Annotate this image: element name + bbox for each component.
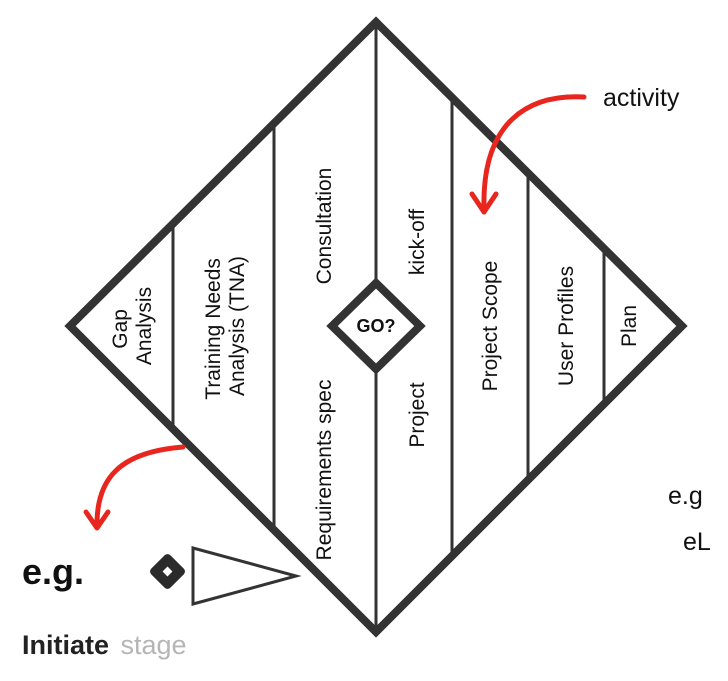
column-label-bottom: Project (406, 382, 429, 448)
column-label-line: Analysis (TNA) (226, 256, 249, 396)
go-gate[interactable]: GO? (326, 277, 426, 375)
column-project: Project (406, 382, 429, 448)
stage-word: stage (120, 630, 186, 660)
column-label-bottom: Requirements spec (313, 380, 336, 561)
svg-text:Gap Analysis: Gap Analysis (109, 287, 156, 365)
stage-caption: Initiate stage (22, 630, 187, 660)
column-tna: Training Needs Analysis (TNA) (202, 252, 249, 400)
activity-arrow-head (469, 191, 499, 215)
column-consultation: Consultation (313, 168, 336, 285)
stage-icon (150, 546, 302, 606)
column-label-line: User Profiles (555, 266, 578, 386)
column-requirements-spec: Requirements spec (313, 380, 336, 561)
column-label-top: Consultation (313, 168, 336, 285)
column-label-top: kick-off (406, 209, 429, 275)
column-gap-analysis: Gap Analysis (109, 287, 156, 365)
column-kickoff: kick-off (406, 209, 429, 275)
column-label-line: Analysis (133, 287, 156, 365)
example-arrow-shaft (94, 444, 186, 530)
column-label-line: Project Scope (479, 261, 502, 392)
column-label-line: Training Needs (202, 258, 225, 400)
example-arrow (83, 444, 186, 531)
eg-left-label: e.g. (22, 551, 84, 592)
activity-arrow-shaft (481, 94, 587, 211)
activity-arrow (469, 94, 587, 215)
column-label-line: Plan (618, 305, 641, 347)
go-gate-diamond[interactable] (326, 277, 426, 375)
column-dividers (171, 22, 606, 632)
diamond-icon-center (162, 566, 173, 577)
activity-label: activity (603, 84, 680, 112)
svg-text:Training Needs Analy: Training Needs Analysis (TNA) (202, 252, 249, 399)
stage-name: Initiate (22, 630, 109, 660)
column-labels: Gap Analysis Training Needs Analysis (TN… (109, 168, 641, 561)
column-user-profiles: User Profiles (555, 266, 578, 386)
triangle-icon (191, 546, 302, 606)
column-project-scope: Project Scope (479, 261, 502, 392)
example-arrow-head (83, 509, 111, 531)
column-label-line: Gap (109, 309, 132, 349)
go-gate-label: GO? (357, 316, 396, 336)
column-plan: Plan (618, 305, 641, 347)
eg-right-line1: e.g (668, 482, 703, 510)
eg-right-line2: eL (683, 528, 711, 556)
stage-diamond (64, 16, 688, 638)
